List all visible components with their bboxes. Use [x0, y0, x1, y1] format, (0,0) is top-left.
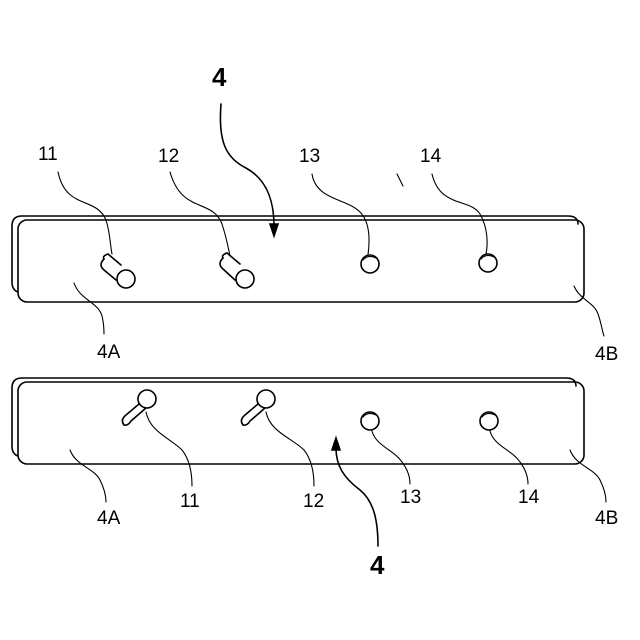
label-14-upper: 14	[420, 146, 442, 167]
label-4a-upper: 4A	[97, 342, 121, 363]
label-4b-upper: 4B	[595, 344, 618, 365]
label-4b-lower: 4B	[595, 508, 618, 529]
leader-line-14	[432, 174, 487, 254]
lower-view: 11 12 13 14 4A 4B 4	[12, 378, 618, 580]
keyhole-slot-12	[241, 390, 275, 425]
label-4a-lower: 4A	[97, 508, 121, 529]
label-12-upper: 12	[158, 146, 179, 167]
upper-bar	[12, 216, 584, 302]
leader-line-4a	[74, 283, 104, 334]
label-4-lower: 4	[370, 550, 385, 580]
arrow-head-icon	[332, 438, 340, 450]
leader-line-11	[58, 172, 112, 254]
round-hole-14	[480, 412, 498, 430]
leader-line-4a	[70, 450, 106, 502]
arrow-head-icon	[270, 224, 278, 236]
label-14-lower: 14	[518, 487, 540, 508]
leader-line-13	[312, 174, 369, 255]
label-4-upper: 4	[212, 62, 227, 92]
leader-line-14	[490, 431, 528, 484]
arrow-line-4	[336, 448, 378, 546]
leader-line-11	[146, 412, 192, 486]
leader-line-13	[372, 431, 410, 484]
leader-line-4b	[574, 286, 604, 336]
label-11-lower: 11	[180, 491, 200, 512]
stray-tick-mark	[397, 174, 403, 186]
round-hole-13	[361, 412, 379, 430]
leader-line-12	[170, 172, 230, 256]
label-12-lower: 12	[303, 491, 324, 512]
round-hole-14	[479, 254, 497, 272]
keyhole-slot-11	[122, 390, 156, 425]
label-13-lower: 13	[400, 487, 421, 508]
label-13-upper: 13	[299, 146, 320, 167]
label-11-upper: 11	[38, 144, 58, 165]
arrow-line-4	[220, 104, 274, 226]
upper-view: 4 11 12 13 14 4A 4B	[12, 62, 618, 365]
keyhole-slot-11	[101, 254, 135, 288]
round-hole-13	[361, 255, 379, 273]
leader-line-4b	[570, 450, 606, 502]
leader-line-12	[266, 412, 314, 486]
keyhole-slot-12	[220, 253, 254, 288]
